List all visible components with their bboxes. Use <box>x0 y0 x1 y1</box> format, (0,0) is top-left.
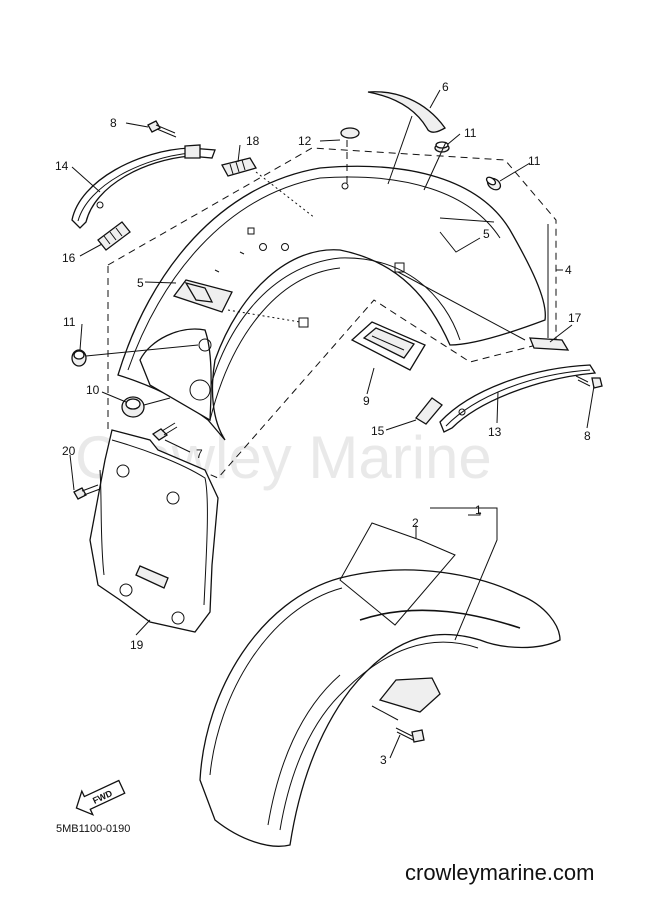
callout-15: 15 <box>371 424 385 438</box>
side-rail-13[interactable] <box>439 364 597 433</box>
fender-trim-6[interactable] <box>367 91 446 133</box>
front-fender[interactable] <box>199 569 561 847</box>
bolt-7[interactable] <box>151 422 178 441</box>
assembly-1-bracket <box>430 507 498 641</box>
leader-lines <box>69 89 595 759</box>
callout-14: 14 <box>55 159 69 173</box>
callout-8a: 8 <box>110 116 117 130</box>
callout-16: 16 <box>62 251 76 265</box>
callout-1: 1 <box>475 503 482 517</box>
callout-11b: 11 <box>528 154 541 168</box>
rubber-16[interactable] <box>97 221 131 251</box>
callout-5b: 5 <box>483 227 490 241</box>
part-code: 5MB1100-0190 <box>56 823 130 835</box>
assembly-2-bracket <box>339 522 456 626</box>
callout-11a: 11 <box>464 126 477 140</box>
callout-11c: 11 <box>63 315 76 329</box>
callout-6: 6 <box>442 80 449 94</box>
grommet-10[interactable] <box>121 396 171 418</box>
callout-7: 7 <box>196 447 203 461</box>
bolt-8-right[interactable] <box>575 375 603 389</box>
side-rail-14[interactable] <box>71 144 216 229</box>
callout-13: 13 <box>488 425 502 439</box>
grommet-11-top-b[interactable] <box>485 176 502 192</box>
callout-19: 19 <box>130 638 144 652</box>
callout-17: 17 <box>568 311 582 325</box>
callout-8b: 8 <box>584 429 591 443</box>
rear-fender[interactable] <box>117 165 546 441</box>
callout-12: 12 <box>298 134 312 148</box>
grommet-11-left[interactable] <box>71 349 87 367</box>
callout-3: 3 <box>380 753 387 767</box>
license-bracket-19[interactable] <box>89 429 219 633</box>
callout-10: 10 <box>86 383 100 397</box>
callout-20: 20 <box>62 444 76 458</box>
fwd-arrow-icon: FWD <box>75 779 126 816</box>
footer-brand[interactable]: crowleymarine.com <box>405 860 595 885</box>
dot-plate <box>227 309 301 323</box>
rubber-18[interactable] <box>221 157 257 177</box>
rubber-17[interactable] <box>529 337 570 351</box>
grommet-11-top-a[interactable] <box>434 141 450 153</box>
bolt-8-top[interactable] <box>147 120 177 138</box>
callout-2: 2 <box>412 516 419 530</box>
reflector-9[interactable] <box>350 321 426 371</box>
bolt-3[interactable] <box>395 727 425 743</box>
callout-4: 4 <box>565 263 572 277</box>
callout-5a: 5 <box>137 276 144 290</box>
callouts: 1 2 3 4 5 5 6 7 8 8 9 10 11 11 11 12 13 … <box>55 80 591 767</box>
cap-12[interactable] <box>340 127 360 139</box>
callout-18: 18 <box>246 134 260 148</box>
rubber-15[interactable] <box>415 397 443 425</box>
callout-9: 9 <box>363 394 370 408</box>
bolt-20[interactable] <box>73 484 101 500</box>
